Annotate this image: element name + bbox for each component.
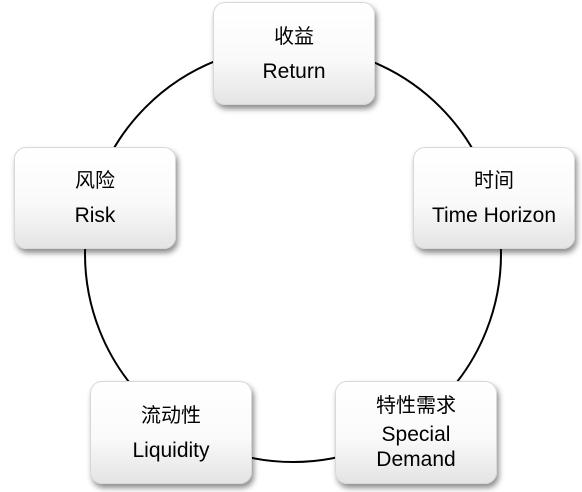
- node-return: 收益 Return: [213, 2, 375, 105]
- node-special-demand-en-line2: Demand: [376, 448, 456, 471]
- node-risk: 风险 Risk: [14, 147, 176, 249]
- node-liquidity-en-label: Liquidity: [132, 438, 210, 462]
- node-return-cn-label: 收益: [274, 23, 314, 48]
- node-time-horizon-en-label: Time Horizon: [431, 204, 557, 227]
- node-special-demand-cn-label: 特性需求: [376, 393, 456, 417]
- node-time-horizon-cn-label: 时间: [474, 168, 514, 192]
- node-special-demand-en-line1: Special: [381, 423, 451, 446]
- node-special-demand: 特性需求 Special Demand: [335, 381, 497, 484]
- node-liquidity-cn-label: 流动性: [141, 402, 201, 427]
- node-return-en-label: Return: [262, 59, 326, 83]
- node-risk-cn-label: 风险: [75, 168, 115, 192]
- node-time-horizon: 时间 Time Horizon: [413, 147, 575, 249]
- node-liquidity: 流动性 Liquidity: [90, 381, 252, 484]
- node-risk-en-label: Risk: [74, 204, 116, 227]
